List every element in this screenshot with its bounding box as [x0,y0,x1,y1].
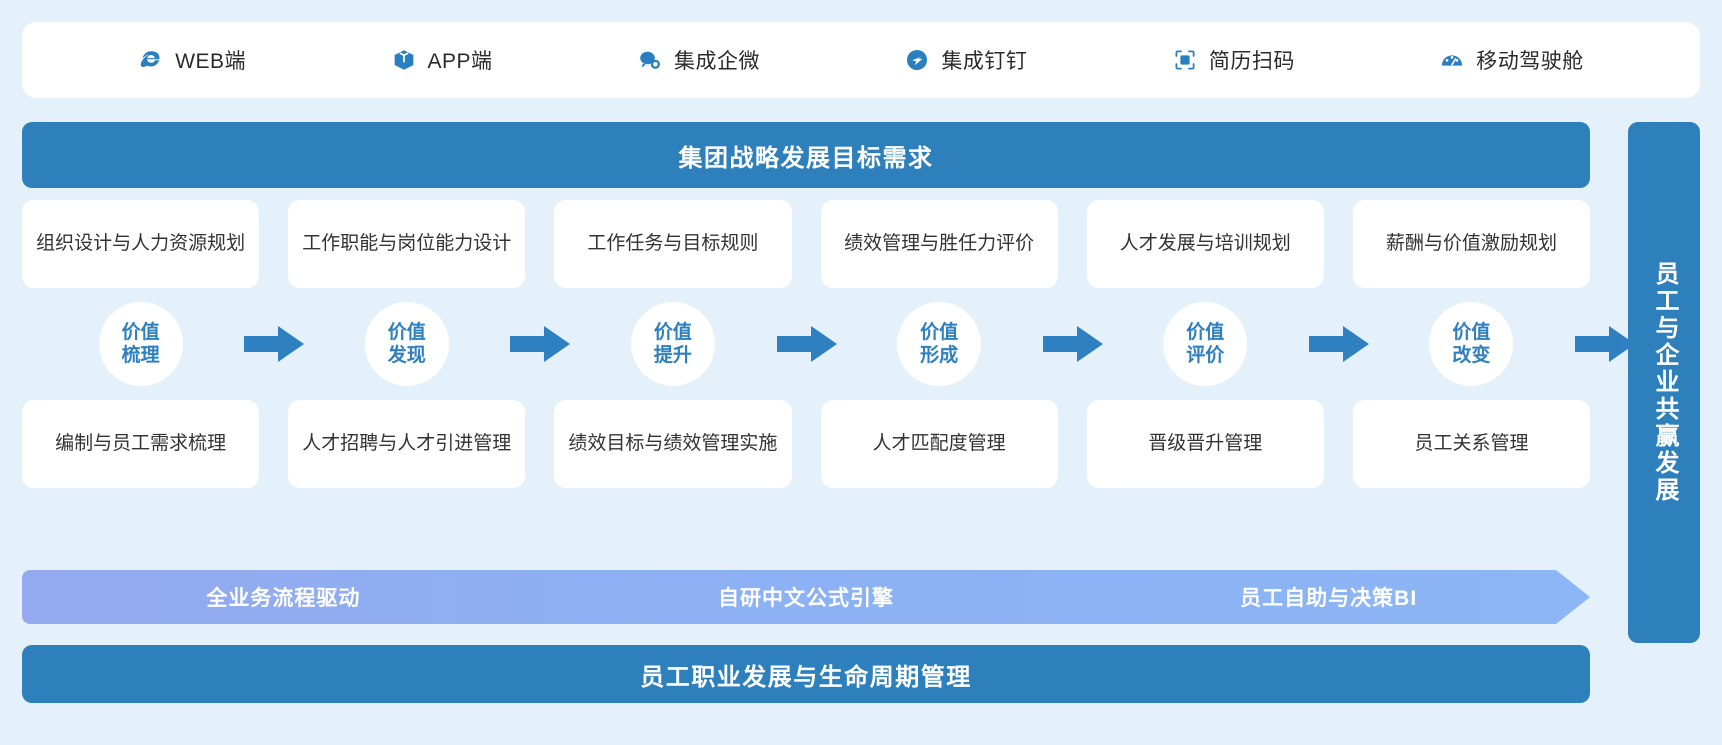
platform-label: 简历扫码 [1208,50,1295,73]
stage-line1: 价值 [1186,321,1225,343]
platform-label: WEB端 [175,50,247,73]
value-chain-column: 薪酬与价值激励规划 价值 改变 员工关系管理 [1352,200,1636,488]
platform-item-web[interactable]: WEB端 [138,45,246,75]
bottom-card-label: 编制与员工需求梳理 [55,433,227,455]
bottom-card-label: 绩效目标与绩效管理实施 [568,433,778,455]
stage-row: 价值 提升 [554,288,837,400]
win-win-sidebar-title: 员工与企业共赢发展 [1651,261,1678,504]
top-card[interactable]: 人才发展与培训规划 [1086,200,1324,288]
stage-circle[interactable]: 价值 形成 [897,302,982,386]
bottom-card-label: 人才招聘与人才引进管理 [302,433,512,455]
stage-line1: 价值 [653,321,692,343]
top-card[interactable]: 组织设计与人力资源规划 [22,200,260,288]
stage-line1: 价值 [387,321,426,343]
stage-line2: 梳理 [121,345,160,366]
top-card-label: 绩效管理与胜任力评价 [844,233,1035,255]
top-card[interactable]: 工作任务与目标规则 [554,200,792,288]
bottom-card-label: 人才匹配度管理 [872,433,1006,455]
top-card-label: 组织设计与人力资源规划 [36,233,246,255]
top-card[interactable]: 绩效管理与胜任力评价 [820,200,1058,288]
top-card-label: 工作任务与目标规则 [587,233,759,255]
stage-line1: 价值 [920,321,959,343]
bottom-card-label: 员工关系管理 [1414,433,1529,455]
stage-line2: 形成 [920,345,959,366]
platform-item-wecom[interactable]: 集成企微 [637,45,760,75]
stage-circle[interactable]: 价值 评价 [1163,302,1248,386]
stage-line2: 发现 [387,345,426,366]
platform-item-app[interactable]: APP端 [391,45,493,75]
strategy-header-band: 集团战略发展目标需求 [22,122,1590,188]
stage-line1: 价值 [121,321,160,343]
value-chain-grid: 组织设计与人力资源规划 价值 梳理 编制与员工需求梳理 工作职能与岗位能力设计 [22,200,1636,488]
ie-browser-icon [138,47,164,73]
bottom-card[interactable]: 编制与员工需求梳理 [22,400,260,488]
arrow-right-icon [1042,324,1105,364]
bottom-card[interactable]: 晋级晋升管理 [1086,400,1324,488]
arrow-right-icon [776,324,839,364]
flow-item-label: 员工自助与决策BI [1240,587,1418,610]
bottom-card[interactable]: 人才匹配度管理 [820,400,1058,488]
top-card-label: 工作职能与岗位能力设计 [302,233,512,255]
platform-entry-bar: WEB端 APP端 集成企微 [22,22,1700,98]
platform-label: 集成钉钉 [941,50,1028,73]
lifecycle-footer-band: 员工职业发展与生命周期管理 [22,645,1590,703]
platform-label: APP端 [427,50,493,73]
lifecycle-footer-title: 员工职业发展与生命周期管理 [640,663,972,691]
stage-circle[interactable]: 价值 梳理 [98,302,183,386]
dashboard-gauge-icon [1439,47,1465,73]
top-card[interactable]: 工作职能与岗位能力设计 [288,200,526,288]
value-chain-column: 人才发展与培训规划 价值 评价 晋级晋升管理 [1086,200,1369,488]
arrow-right-icon [1575,324,1637,364]
value-chain-column: 绩效管理与胜任力评价 价值 形成 人才匹配度管理 [820,200,1103,488]
stage-line2: 提升 [653,345,692,366]
stage-row: 价值 形成 [821,288,1103,400]
stage-circle[interactable]: 价值 改变 [1429,302,1514,386]
platform-item-resume-scan[interactable]: 简历扫码 [1172,45,1295,75]
value-chain-column: 工作职能与岗位能力设计 价值 发现 人才招聘与人才引进管理 [288,200,571,488]
flow-item-label: 自研中文公式引擎 [718,587,894,610]
arrow-right-icon [244,324,306,364]
top-card[interactable]: 薪酬与价值激励规划 [1352,200,1591,288]
stage-row: 价值 改变 [1353,288,1636,400]
bottom-card[interactable]: 绩效目标与绩效管理实施 [554,400,792,488]
stage-row: 价值 发现 [288,288,571,400]
stage-line2: 评价 [1186,345,1225,366]
platform-label: 集成企微 [673,50,760,73]
stage-circle[interactable]: 价值 发现 [364,302,449,386]
stage-circle[interactable]: 价值 提升 [630,302,715,386]
stage-line1: 价值 [1452,321,1491,343]
wecom-chat-icon [637,47,663,73]
platform-item-dingtalk[interactable]: 集成钉钉 [904,45,1027,75]
stage-row: 价值 评价 [1087,288,1369,400]
scan-code-icon [1172,47,1198,73]
top-card-label: 人才发展与培训规划 [1119,233,1291,255]
flow-banner-shape [22,570,1590,624]
top-card-label: 薪酬与价值激励规划 [1385,233,1557,255]
app-cube-icon [391,47,417,73]
flow-item-label: 全业务流程驱动 [206,587,361,610]
bottom-card[interactable]: 员工关系管理 [1352,400,1591,488]
stage-line2: 改变 [1452,345,1491,366]
bottom-card[interactable]: 人才招聘与人才引进管理 [288,400,526,488]
value-chain-column: 组织设计与人力资源规划 价值 梳理 编制与员工需求梳理 [22,200,305,488]
bottom-card-label: 晋级晋升管理 [1148,433,1263,455]
platform-item-mobile-cockpit[interactable]: 移动驾驶舱 [1439,45,1584,75]
dingtalk-icon [904,47,930,73]
arrow-right-icon [1308,324,1371,364]
stage-row: 价值 梳理 [22,288,305,400]
arrow-right-icon [510,324,572,364]
platform-label: 移动驾驶舱 [1476,50,1584,73]
win-win-sidebar: 员工与企业共赢发展 [1628,122,1700,643]
value-chain-column: 工作任务与目标规则 价值 提升 绩效目标与绩效管理实施 [554,200,837,488]
capability-flow-banner: 全业务流程驱动 自研中文公式引擎 员工自助与决策BI [22,570,1590,624]
strategy-header-title: 集团战略发展目标需求 [678,144,934,172]
